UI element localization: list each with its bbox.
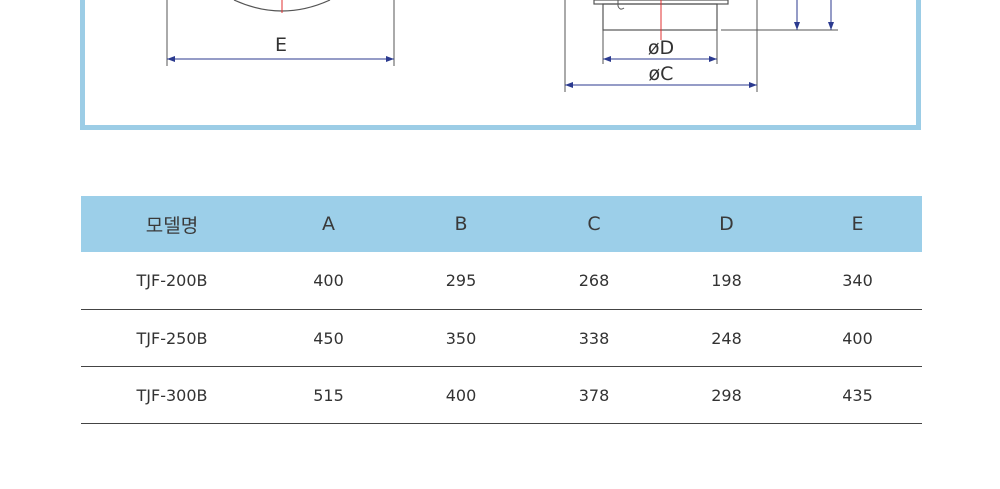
arrow-height-outer: [828, 22, 834, 30]
table-row: TJF-200B 400 295 268 198 340: [81, 252, 922, 310]
table-row: TJF-300B 515 400 378 298 435: [81, 366, 922, 424]
cell-model: TJF-200B: [81, 252, 263, 310]
label-d: øD: [648, 37, 674, 59]
cell-a: 450: [263, 309, 394, 367]
table-header-row: 모델명 A B C D E: [81, 196, 922, 252]
label-e: E: [275, 34, 287, 56]
cell-c: 338: [528, 309, 660, 367]
label-c: øC: [649, 63, 674, 85]
cell-model: TJF-250B: [81, 309, 263, 367]
header-b: B: [394, 196, 528, 252]
header-d: D: [660, 196, 793, 252]
header-a: A: [263, 196, 394, 252]
cell-c: 268: [528, 252, 660, 310]
cell-a: 400: [263, 252, 394, 310]
cell-d: 198: [660, 252, 793, 310]
header-e: E: [793, 196, 922, 252]
table-row: TJF-250B 450 350 338 248 400: [81, 309, 922, 367]
cell-d: 298: [660, 366, 793, 424]
arrow-height-inner: [794, 22, 800, 30]
cell-d: 248: [660, 309, 793, 367]
lower-body-outline: [602, 3, 718, 31]
spec-table: 모델명 A B C D E TJF-200B 400 295 268 198 3…: [81, 196, 922, 424]
cell-b: 350: [394, 309, 528, 367]
arrow-d-right: [709, 56, 717, 62]
arrow-d-left: [603, 56, 611, 62]
technical-drawing-frame: [80, 0, 921, 130]
cell-b: 400: [394, 366, 528, 424]
cell-model: TJF-300B: [81, 366, 263, 424]
header-model: 모델명: [81, 196, 263, 252]
cell-a: 515: [263, 366, 394, 424]
cell-c: 378: [528, 366, 660, 424]
technical-drawing: E øD øC: [166, 0, 838, 92]
arrow-e-left: [167, 56, 175, 62]
cell-e: 400: [793, 309, 922, 367]
cell-e: 435: [793, 366, 922, 424]
cell-e: 340: [793, 252, 922, 310]
arrow-c-left: [565, 82, 573, 88]
hook-detail: [617, 0, 625, 10]
cell-b: 295: [394, 252, 528, 310]
header-c: C: [528, 196, 660, 252]
arrow-e-right: [386, 56, 394, 62]
arrow-c-right: [749, 82, 757, 88]
